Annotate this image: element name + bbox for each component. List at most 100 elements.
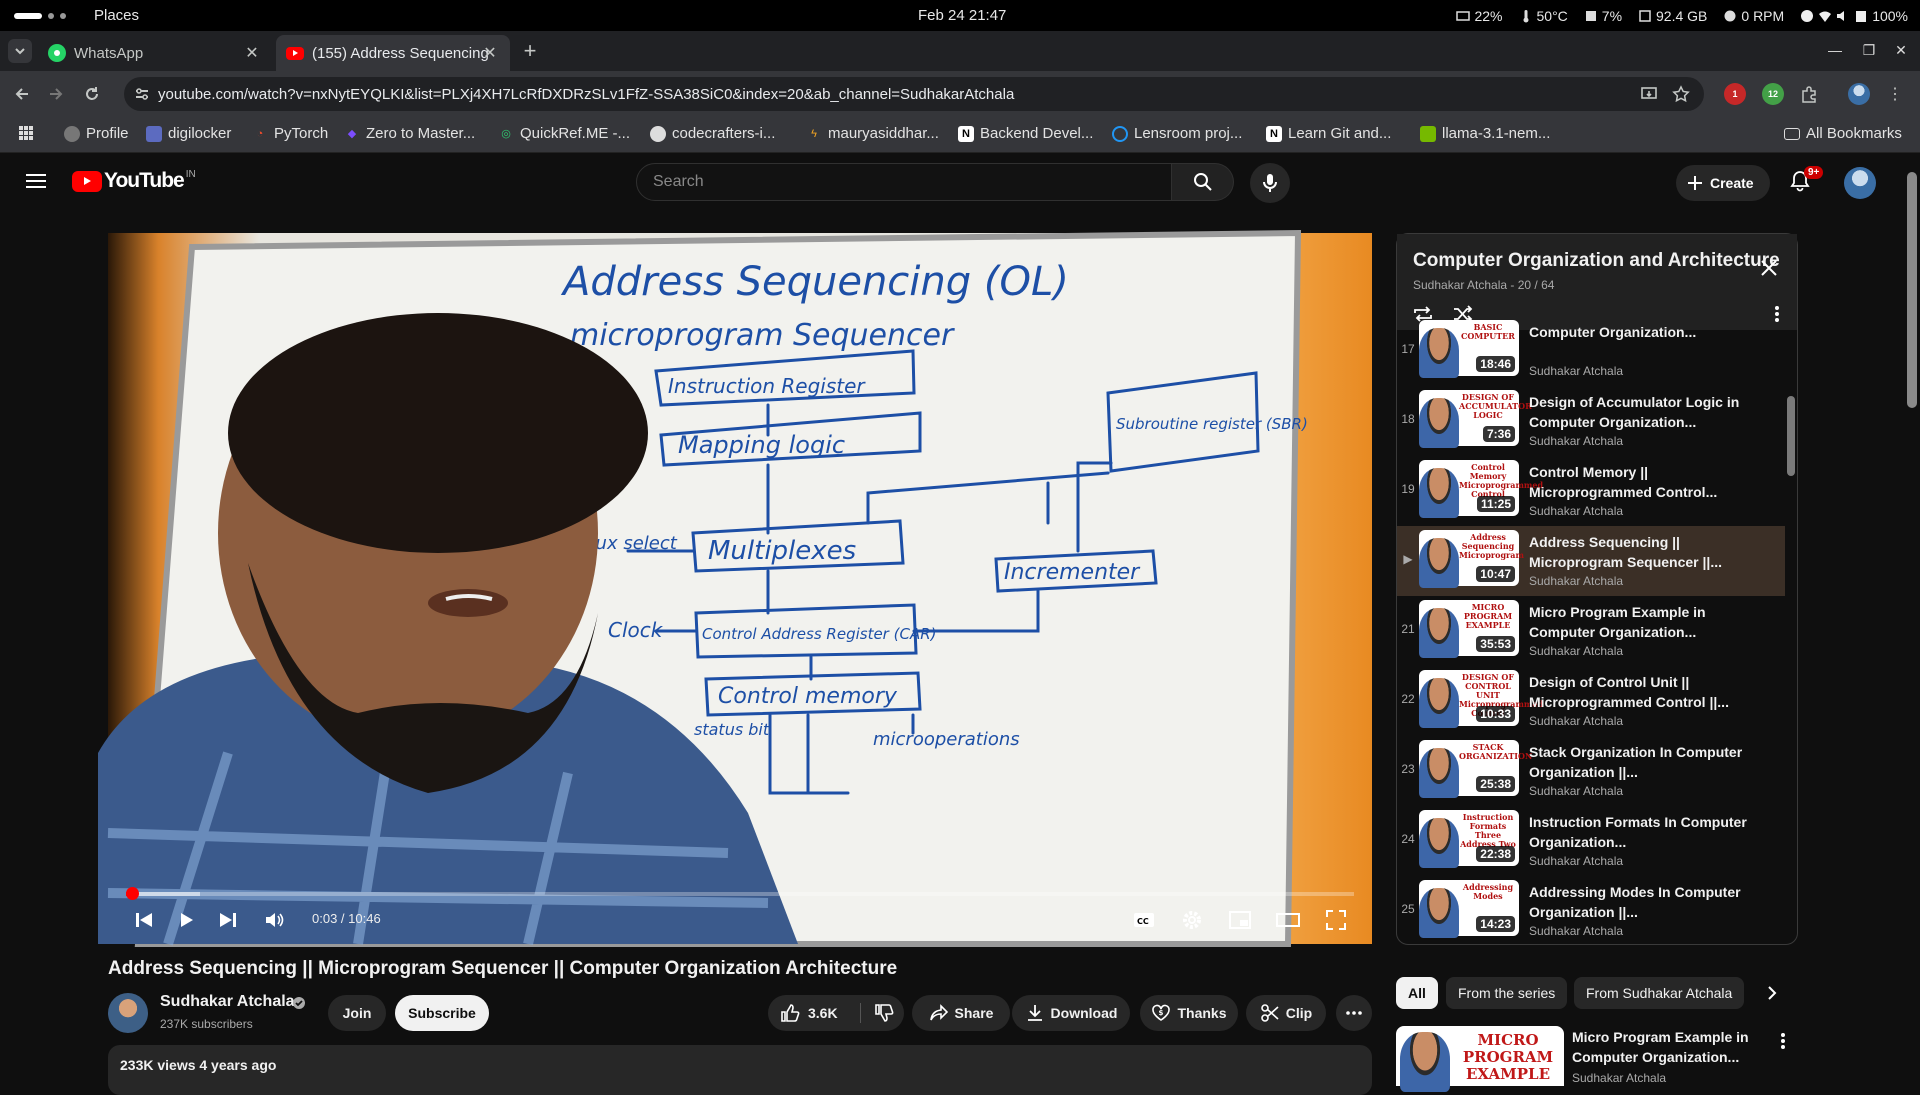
bookmark-profile[interactable]: Profile (64, 125, 129, 142)
bookmark-lensroom[interactable]: Lensroom proj... (1112, 125, 1242, 142)
scrubber-handle[interactable] (125, 887, 139, 900)
dislike-button[interactable] (874, 1003, 894, 1023)
download-button[interactable]: Download (1012, 995, 1130, 1031)
extension-tracker-icon[interactable]: 12 (1762, 83, 1784, 105)
recommendation-thumbnail[interactable]: MICRO PROGRAM EXAMPLE (1396, 1026, 1564, 1092)
extension-adblock-icon[interactable]: 1 (1724, 83, 1746, 105)
bookmark-codecrafters[interactable]: codecrafters-i... (650, 125, 775, 142)
bookmark-llama[interactable]: llama-3.1-nem... (1420, 125, 1550, 142)
site-info-icon[interactable] (134, 86, 150, 102)
previous-button[interactable] (128, 904, 160, 936)
close-playlist-button[interactable] (1757, 256, 1781, 280)
chevron-right-icon[interactable] (1760, 981, 1784, 1005)
notifications-bell-icon[interactable] (1786, 167, 1814, 195)
close-icon[interactable]: ✕ (245, 45, 259, 62)
volume-button[interactable] (258, 904, 290, 936)
description-box[interactable]: 233K views 4 years ago (108, 1045, 1372, 1095)
miniplayer-button[interactable] (1224, 904, 1256, 936)
chip-from-channel[interactable]: From Sudhakar Atchala (1574, 977, 1745, 1009)
recommendation-channel[interactable]: Sudhakar Atchala (1572, 1071, 1667, 1085)
places-menu[interactable]: Places (94, 7, 140, 24)
create-button[interactable]: Create (1676, 165, 1770, 201)
tab-whatsapp[interactable]: WhatsApp ✕ (38, 35, 272, 71)
clip-button[interactable]: Clip (1246, 995, 1326, 1031)
bookmark-quickref[interactable]: ◎QuickRef.ME -... (498, 125, 630, 142)
extensions-puzzle-icon[interactable] (1798, 83, 1820, 105)
all-bookmarks[interactable]: All Bookmarks (1784, 125, 1902, 142)
recommendation-title[interactable]: Micro Program Example in Computer Organi… (1572, 1029, 1749, 1065)
captions-button[interactable]: CC (1128, 904, 1160, 936)
new-tab-button[interactable]: + (523, 38, 537, 63)
share-button[interactable]: Share (912, 995, 1010, 1031)
fullscreen-button[interactable] (1320, 904, 1352, 936)
playlist-scrollbar[interactable] (1787, 396, 1795, 476)
like-button[interactable]: 3.6K (780, 1003, 838, 1023)
recommendation-menu-kebab-icon[interactable] (1772, 1030, 1794, 1052)
join-button[interactable]: Join (328, 995, 386, 1031)
address-bar[interactable]: youtube.com/watch?v=nxNytEYQLKI&list=PLX… (124, 77, 1704, 111)
bookmark-digilocker[interactable]: digilocker (146, 125, 231, 142)
search-input[interactable]: Search (636, 163, 1172, 201)
hamburger-menu-icon[interactable] (24, 169, 48, 193)
chrome-menu-kebab-icon[interactable]: ⋮ (1887, 86, 1903, 103)
bookmark-zero-to-master[interactable]: ◆Zero to Master... (344, 125, 475, 142)
bookmark-pytorch[interactable]: ◔PyTorch (252, 125, 329, 142)
channel-name[interactable]: Sudhakar Atchala (160, 993, 295, 1010)
loop-playlist-button[interactable] (1411, 302, 1435, 326)
close-icon[interactable]: ✕ (483, 45, 497, 62)
tab-search-button[interactable] (8, 39, 32, 63)
playlist-item-thumbnail[interactable]: DESIGN OF CONTROL UNIT Microprogrammed C… (1419, 670, 1543, 728)
forward-button[interactable] (44, 82, 68, 106)
install-app-icon[interactable] (1640, 85, 1658, 103)
chip-from-the-series[interactable]: From the series (1446, 977, 1568, 1009)
thanks-button[interactable]: $Thanks (1140, 995, 1238, 1031)
maximize-button[interactable]: ❐ (1862, 41, 1876, 58)
voice-search-button[interactable] (1250, 163, 1290, 203)
back-button[interactable] (10, 82, 34, 106)
shuffle-playlist-button[interactable] (1451, 302, 1475, 326)
close-window-button[interactable]: ✕ (1895, 41, 1907, 58)
theater-mode-button[interactable] (1272, 904, 1304, 936)
settings-button[interactable] (1176, 904, 1208, 936)
youtube-logo[interactable]: YouTube IN (72, 169, 196, 193)
tab-youtube[interactable]: (155) Address Sequencing ✕ (276, 35, 510, 71)
next-button[interactable] (212, 904, 244, 936)
clock[interactable]: Feb 24 21:47 (918, 7, 1007, 24)
search-button[interactable] (1172, 163, 1234, 201)
profile-avatar[interactable] (1848, 83, 1870, 105)
apps-grid-icon[interactable] (18, 125, 34, 141)
page-scrollbar[interactable] (1907, 172, 1917, 408)
chip-all[interactable]: All (1396, 977, 1438, 1009)
bookmark-star-icon[interactable] (1672, 85, 1690, 103)
subscribe-button[interactable]: Subscribe (395, 995, 489, 1031)
tray-icons[interactable]: 100% (1800, 8, 1908, 24)
play-button[interactable] (170, 904, 202, 936)
video-player[interactable]: Address Sequencing (OL) microprogram Seq… (98, 229, 1372, 947)
playlist-title[interactable]: Computer Organization and Architecture (1413, 250, 1780, 271)
playlist-menu-kebab-icon[interactable] (1765, 302, 1789, 326)
minimize-button[interactable]: — (1828, 42, 1842, 58)
account-avatar[interactable] (1844, 167, 1876, 199)
progress-bar[interactable] (125, 887, 1354, 900)
channel-avatar[interactable] (108, 993, 148, 1033)
